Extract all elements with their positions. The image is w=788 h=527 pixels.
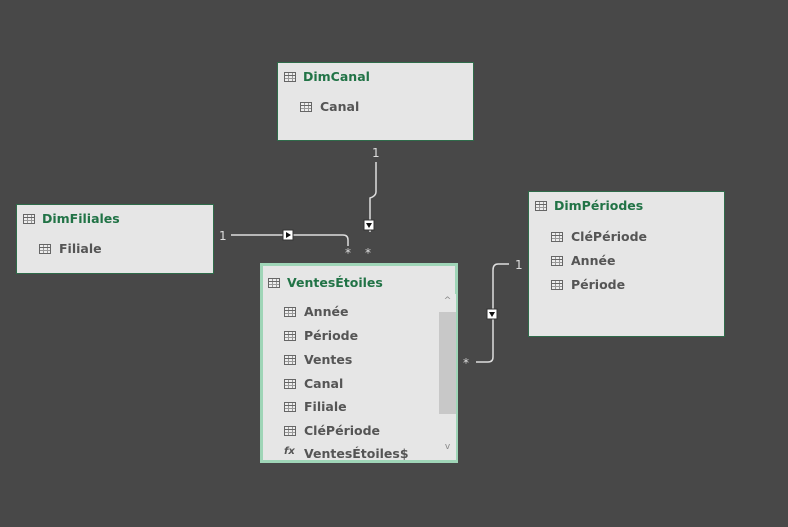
column-item[interactable]: Filiale xyxy=(39,241,102,256)
table-title: VentesÉtoiles xyxy=(287,275,383,290)
relationship-canal-line xyxy=(369,162,377,232)
column-icon xyxy=(551,231,563,242)
column-item[interactable]: CléPériode xyxy=(551,229,647,244)
scroll-down-icon[interactable]: v xyxy=(444,442,451,452)
column-item[interactable]: CléPériode xyxy=(284,423,380,438)
cardinality-one-label: 1 xyxy=(372,146,380,160)
table-icon xyxy=(268,277,280,288)
column-icon xyxy=(284,330,296,341)
cardinality-many-label: * xyxy=(463,356,469,370)
column-icon xyxy=(551,279,563,290)
measure-icon: fx xyxy=(284,446,295,457)
table-dimfiliales[interactable]: DimFiliales Filiale xyxy=(16,204,214,274)
column-item[interactable]: Filiale xyxy=(284,399,347,414)
cardinality-one-label: 1 xyxy=(515,258,523,272)
cardinality-many-label: * xyxy=(365,246,371,260)
column-item[interactable]: Année xyxy=(284,304,348,319)
cardinality-one-label: 1 xyxy=(219,229,227,243)
column-item[interactable]: Période xyxy=(284,328,358,343)
scrollbar[interactable]: ^ v xyxy=(439,294,456,460)
scroll-up-icon[interactable]: ^ xyxy=(443,296,452,306)
table-icon xyxy=(23,213,35,224)
column-icon xyxy=(551,255,563,266)
column-item[interactable]: Canal xyxy=(300,99,359,114)
column-item[interactable]: Ventes xyxy=(284,352,352,367)
scrollbar-thumb[interactable] xyxy=(439,312,456,414)
table-ventesetoiles[interactable]: VentesÉtoiles Année Période Ventes Canal… xyxy=(260,263,458,463)
column-item[interactable]: Année xyxy=(551,253,615,268)
table-dimcanal[interactable]: DimCanal Canal xyxy=(277,62,474,141)
table-title: DimFiliales xyxy=(42,211,120,226)
column-icon xyxy=(284,401,296,412)
column-icon xyxy=(284,306,296,317)
column-icon xyxy=(39,243,51,254)
table-icon xyxy=(535,200,547,211)
column-icon xyxy=(284,378,296,389)
column-icon xyxy=(300,101,312,112)
cardinality-many-label: * xyxy=(345,246,351,260)
table-icon xyxy=(284,71,296,82)
column-icon xyxy=(284,425,296,436)
column-item[interactable]: Période xyxy=(551,277,625,292)
column-item[interactable]: Canal xyxy=(284,376,343,391)
column-icon xyxy=(284,354,296,365)
relationship-filiales-line xyxy=(231,234,349,246)
table-title: DimCanal xyxy=(303,69,370,84)
table-dimperiodes[interactable]: DimPériodes CléPériode Année Période xyxy=(528,191,725,337)
table-title: DimPériodes xyxy=(554,198,644,213)
